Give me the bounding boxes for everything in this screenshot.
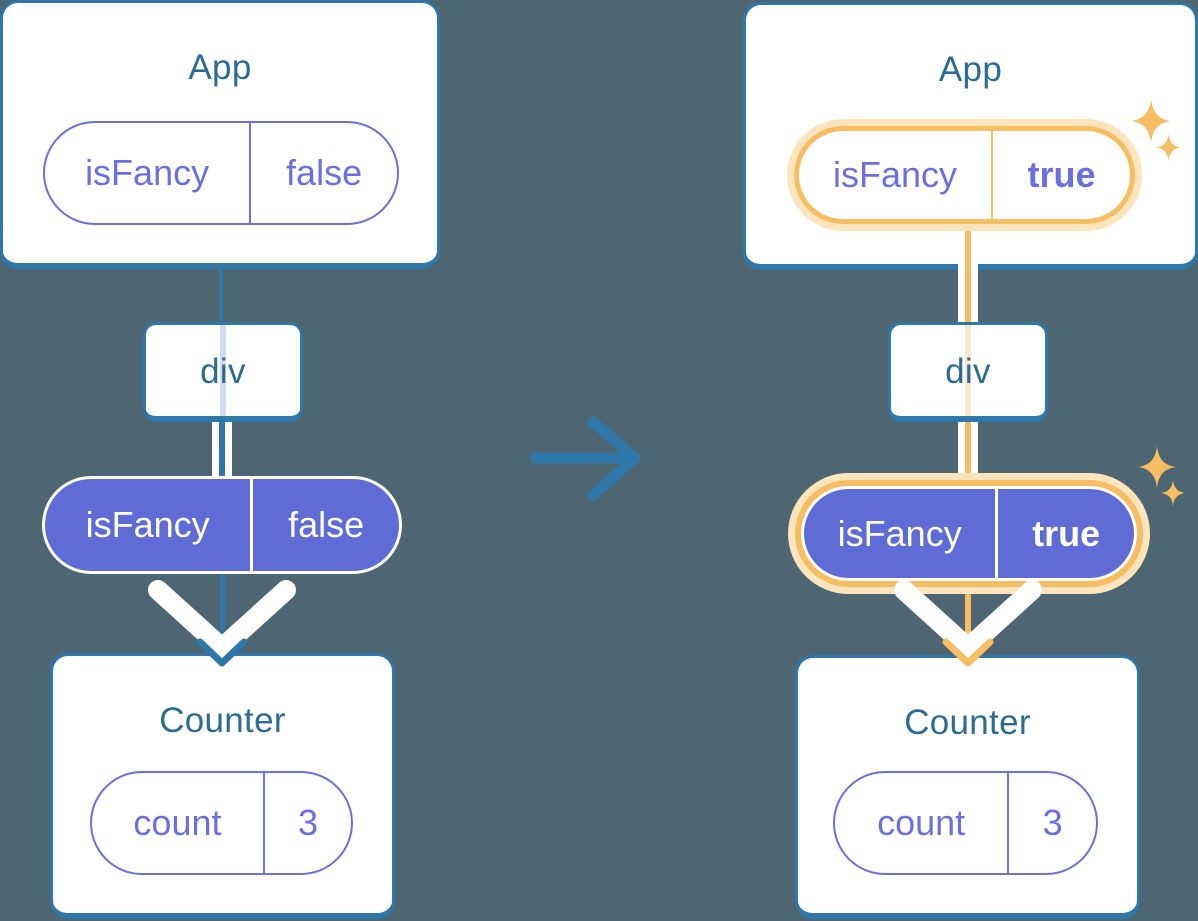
context-pill-before: isFancy false bbox=[42, 476, 402, 574]
app-title-after: App bbox=[938, 50, 1003, 89]
chevron-arrow-icon bbox=[148, 580, 296, 658]
props-pill-before: isFancy false bbox=[43, 121, 399, 225]
arrowhead-icon bbox=[196, 638, 248, 667]
counter-title-after: Counter bbox=[904, 703, 1031, 742]
state-value: 3 bbox=[1042, 802, 1063, 843]
counter-title-before: Counter bbox=[159, 701, 286, 740]
div-label-after: div bbox=[945, 352, 991, 391]
provide-arrow-before bbox=[148, 580, 296, 667]
passthrough-line-after bbox=[965, 325, 971, 416]
arrow-head bbox=[587, 416, 641, 501]
edge-app-div-before bbox=[219, 266, 223, 322]
sparkle-icon bbox=[1161, 480, 1185, 506]
edge-stripe bbox=[958, 261, 965, 322]
div-node-after bbox=[888, 322, 1048, 422]
context-value: false bbox=[288, 504, 365, 545]
state-pill-before: count 3 bbox=[90, 771, 353, 875]
provide-arrow-after bbox=[894, 580, 1042, 667]
arrowhead-icon bbox=[942, 638, 994, 667]
context-pill-after: isFancy true bbox=[801, 486, 1137, 581]
context-name: isFancy bbox=[804, 489, 999, 578]
edge-stripe bbox=[958, 420, 965, 480]
passthrough-line-before bbox=[220, 325, 226, 416]
context-value: true bbox=[1032, 512, 1101, 554]
edge-stripe bbox=[219, 420, 225, 478]
sparkle-icon bbox=[1156, 134, 1181, 161]
edge-context-counter-after bbox=[965, 574, 971, 660]
edge-stripe bbox=[965, 420, 971, 480]
state-value: 3 bbox=[297, 802, 318, 843]
edge-stripe bbox=[212, 420, 219, 478]
edge-pill-cardbottom-after bbox=[965, 222, 971, 264]
context-name: isFancy bbox=[45, 479, 254, 571]
prop-value: true bbox=[1027, 154, 1096, 195]
edge-div-context-after bbox=[958, 420, 978, 480]
edge-stripe bbox=[965, 261, 971, 322]
edge-app-div-after bbox=[958, 261, 978, 322]
state-name: count bbox=[835, 773, 1010, 873]
edge-div-context-before bbox=[212, 420, 232, 478]
edge-stripe bbox=[971, 420, 978, 480]
prop-name: isFancy bbox=[45, 123, 252, 223]
transition-arrow-icon bbox=[529, 416, 641, 501]
state-pill-after: count 3 bbox=[833, 771, 1098, 875]
sparkle-icon bbox=[1138, 446, 1176, 488]
sparkle-icon bbox=[1131, 99, 1171, 143]
props-pill-after: isFancy true bbox=[794, 126, 1135, 224]
state-name: count bbox=[92, 773, 265, 873]
edge-stripe bbox=[225, 420, 232, 478]
chevron-arrow-icon bbox=[894, 580, 1042, 658]
edge-context-counter-before bbox=[220, 572, 225, 658]
div-node-before bbox=[143, 322, 303, 422]
prop-name: isFancy bbox=[799, 131, 993, 219]
prop-value: false bbox=[286, 152, 363, 193]
edge-stripe bbox=[971, 261, 978, 322]
div-label-before: div bbox=[200, 352, 246, 391]
app-title-before: App bbox=[188, 48, 252, 87]
